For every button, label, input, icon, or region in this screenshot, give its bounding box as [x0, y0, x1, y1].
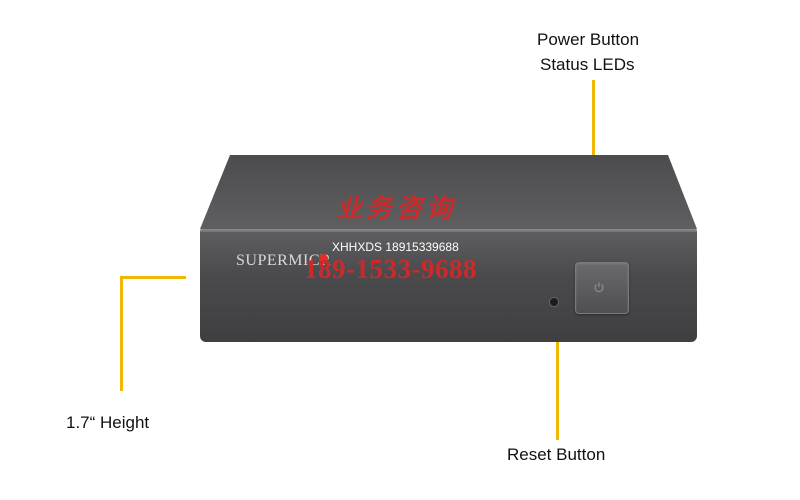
power-button-label: Power Button: [537, 30, 640, 49]
watermark-phone-number: 189-1533-9688: [304, 254, 477, 284]
reset-button[interactable]: [550, 298, 558, 306]
watermark-contact-text: XHHXDS 18915339688: [332, 240, 459, 254]
logo-dot-icon: [319, 254, 328, 263]
reset-leader-line-vertical: [556, 311, 559, 440]
power-icon: [594, 282, 604, 293]
reset-button-label: Reset Button: [507, 445, 606, 464]
power-button[interactable]: [575, 262, 629, 314]
height-leader-line-top: [120, 276, 186, 279]
supermicro-logo: SUPERMICR: [236, 252, 332, 269]
height-leader-line-vertical: [120, 276, 123, 391]
status-leds-label: Status LEDs: [540, 55, 635, 74]
watermark-chinese-text: 业务咨询: [336, 194, 457, 224]
device-top-surface: [200, 155, 697, 229]
height-label: 1.7“ Height: [66, 413, 150, 432]
